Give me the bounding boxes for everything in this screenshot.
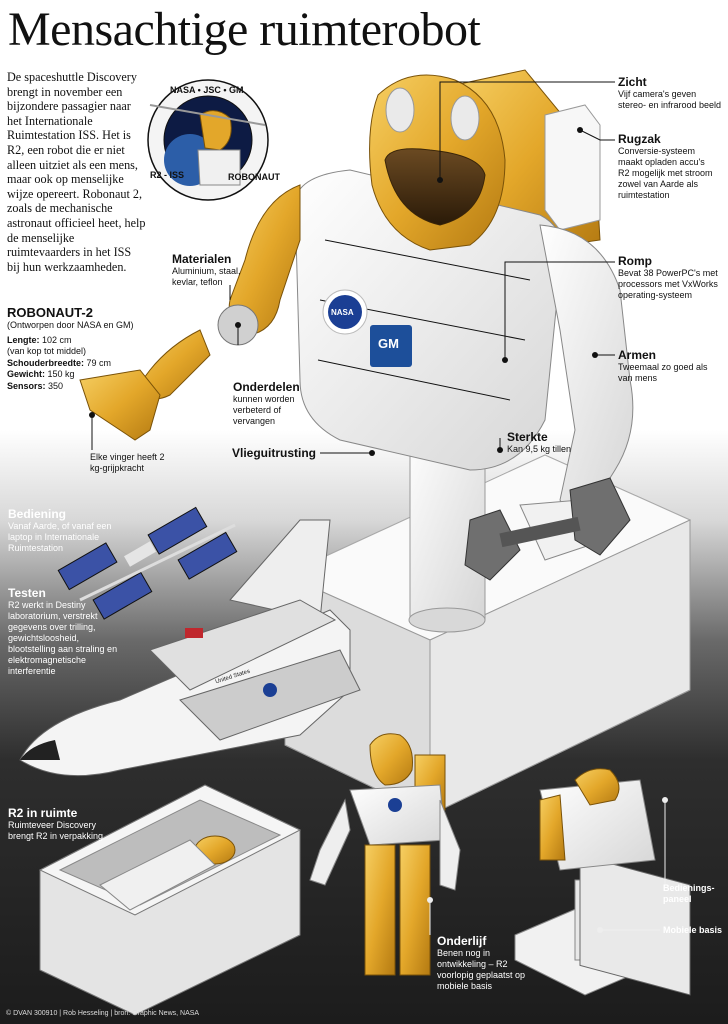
head — [369, 74, 506, 251]
nasa-badge: NASA — [331, 308, 354, 317]
callout-mobiele-basis: Mobiele basis — [663, 925, 723, 935]
space-shuttle — [19, 519, 361, 777]
mission-patch — [147, 79, 269, 201]
patch-top-text: NASA • JSC • GM — [170, 85, 244, 95]
intro-text: De spaceshuttle Discovery brengt in nove… — [7, 70, 146, 274]
specs-block: ROBONAUT-2 (Ontworpen door NASA en GM) L… — [7, 305, 157, 392]
spec-row: Sensors: 350 — [7, 380, 64, 391]
callout-vlieguitrusting: Vlieguitrusting — [232, 446, 316, 460]
specs-heading: ROBONAUT-2 — [7, 305, 93, 320]
mobile-base-robot — [514, 768, 691, 996]
torso — [294, 169, 563, 471]
full-body-robot — [309, 733, 461, 976]
credit-line: © DVAN 300910 | Rob Hesseling | bron: Gr… — [6, 1010, 200, 1017]
iss — [57, 506, 238, 620]
leader-lines — [89, 81, 615, 456]
specs-sub: (Ontworpen door NASA en GM) — [7, 320, 134, 330]
crate — [38, 784, 302, 1016]
patch-right-text: ROBONAUT — [228, 172, 280, 182]
callout-vinger: Elke vinger heeft 2 kg-grijpkracht — [90, 452, 165, 473]
pedestal — [283, 419, 692, 816]
callout-bedieningspaneel: Bedienings-paneel — [663, 883, 715, 904]
spec-row: (van kop tot middel) — [7, 346, 87, 356]
spec-row: Schouderbreedte: 79 cm — [7, 357, 112, 368]
patch-left-text: R2 - ISS — [150, 170, 185, 180]
spec-row: Lengte: 102 cm — [7, 334, 72, 345]
spec-row: Gewicht: 150 kg — [7, 369, 75, 379]
dumbbell — [464, 477, 631, 581]
gm-badge: GM — [378, 336, 399, 351]
page-title: Mensachtige ruimterobot — [8, 3, 481, 56]
leader-lines-light — [427, 797, 668, 935]
